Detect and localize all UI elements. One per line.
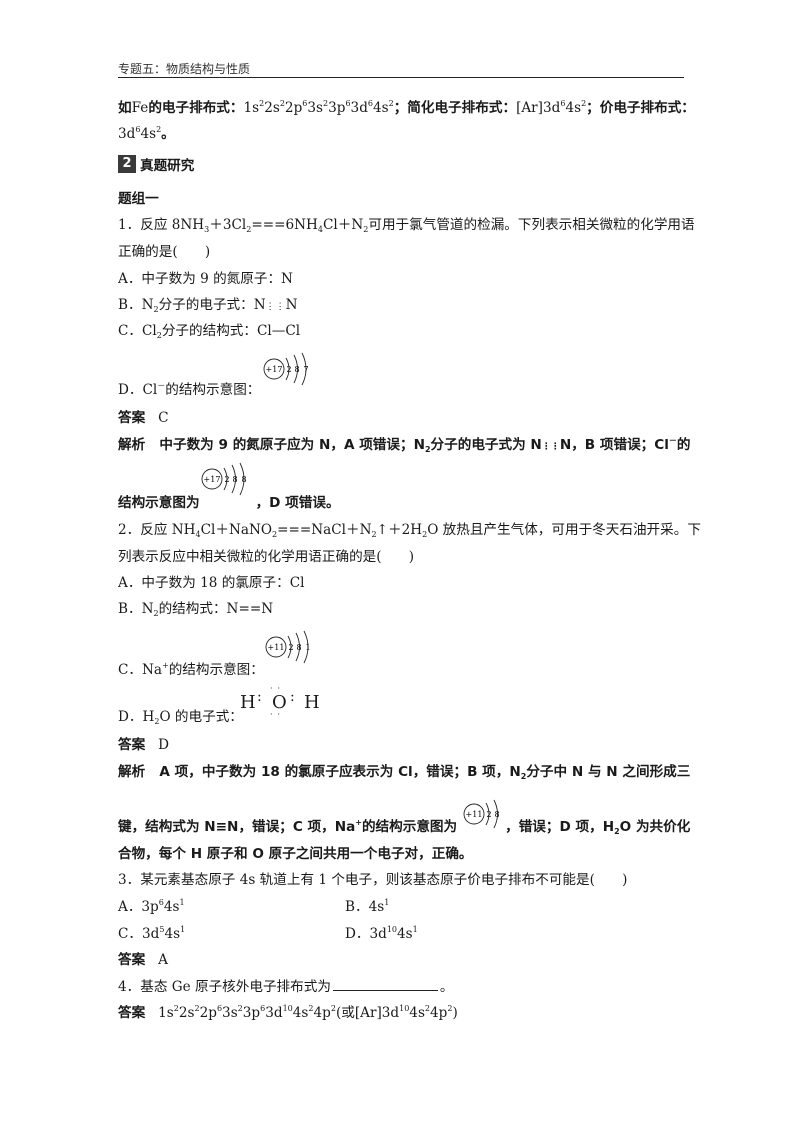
na-ion-atom-diagram: +11 2 8 <box>462 797 512 835</box>
svg-text:8: 8 <box>494 810 499 819</box>
header-rule <box>118 77 684 78</box>
q1-analysis-line-2: 结构示意图为，D 项错误。 <box>118 495 340 511</box>
svg-text:2: 2 <box>224 475 229 484</box>
fe-short-config: [Ar]3d64s2 <box>516 99 587 117</box>
q2-stem-line-2: 列表示反应中相关微粒的化学用语正确的是( ) <box>118 549 415 565</box>
q1-option-d: D．Cl－的结构示意图： <box>118 381 261 399</box>
svg-text:8: 8 <box>294 365 299 374</box>
ge-config: 1s22s22p63s23p63d104s24p2(或[Ar]3d104s24p… <box>158 1004 458 1022</box>
q3-option-c: C．3d54s1 <box>118 925 186 943</box>
q2-answer: 答案 D <box>118 737 170 753</box>
svg-text:8: 8 <box>296 643 301 652</box>
q2-analysis-line-1: 解析 A 项，中子数为 18 的氯原子应表示为 Cl，错误；B 项，N2分子中 … <box>118 764 691 781</box>
intro-line-2: 3d64s2。 <box>118 125 175 143</box>
svg-text:2: 2 <box>288 643 293 652</box>
intro-line-1: 如Fe的电子排布式：1s22s22p63s23p63d64s2；简化电子排布式：… <box>118 99 695 117</box>
q3-option-d: D．3d104s1 <box>345 925 418 943</box>
q1-stem-line-1: 1．反应 8NH3＋3Cl2===6NH4Cl＋N2可用于氯气管道的检漏。下列表… <box>118 217 695 234</box>
svg-text:7: 7 <box>303 365 308 374</box>
svg-text:+11: +11 <box>268 643 285 652</box>
q1-option-b: B．N2分子的电子式：N⋮⋮N <box>118 297 298 314</box>
q4-answer: 答案 1s22s22p63s23p63d104s24p2(或[Ar]3d104s… <box>118 1004 458 1022</box>
svg-text:2: 2 <box>486 810 491 819</box>
q3-option-a: A．3p64s1 <box>118 898 185 916</box>
q2-option-a: A．中子数为 18 的氯原子：Cl <box>118 575 305 591</box>
section-number: 2 <box>118 155 136 173</box>
cl-atom-diagram-7: +17 2 8 7 <box>262 352 322 390</box>
q2-analysis-line-3: 合物，每个 H 原子和 O 原子之间共用一个电子对，正确。 <box>118 846 473 862</box>
q4-blank[interactable] <box>332 978 438 991</box>
q1-answer: 答案 C <box>118 410 169 426</box>
q2-stem-line-1: 2．反应 NH4Cl＋NaNO2===NaCl＋N2↑＋2H2O 放热且产生气体… <box>118 522 701 539</box>
na-atom-diagram: +11 2 8 1 <box>264 630 324 668</box>
section-heading: 2 真题研究 <box>118 155 195 174</box>
q4-stem: 4．基态 Ge 原子核外电子排布式为。 <box>118 978 454 995</box>
q1-analysis-line-1: 解析 中子数为 9 的氮原子应为 N，A 项错误；N2分子的电子式为 N⋮⋮N，… <box>118 436 691 454</box>
q2-option-d: D．H2O 的电子式： <box>118 709 243 726</box>
svg-text:+11: +11 <box>466 810 483 819</box>
q1-option-c: C．Cl2分子的结构式：Cl—Cl <box>118 323 301 340</box>
svg-text:1: 1 <box>305 643 310 652</box>
q3-stem: 3．某元素基态原子 4s 轨道上有 1 个电子，则该基态原子价电子排布不可能是(… <box>118 872 628 888</box>
q2-analysis-line-2: 键，结构式为 N≡N，错误；C 项，Na+的结构示意图为，错误；D 项，H2O … <box>118 818 691 836</box>
svg-text:+17: +17 <box>266 365 283 374</box>
svg-text:8: 8 <box>232 475 237 484</box>
q3-option-b: B．4s1 <box>345 898 390 916</box>
group-title: 题组一 <box>118 191 159 207</box>
q1-stem-line-2: 正确的是( ) <box>118 244 211 260</box>
h2o-electron-formula: H : ·· O ·· : H <box>240 684 320 719</box>
q1-option-a: A．中子数为 9 的氮原子：N <box>118 271 293 287</box>
svg-text:2: 2 <box>286 365 291 374</box>
fe-valence-config: 3d64s2 <box>118 125 162 143</box>
fe-config: 1s22s22p63s23p63d64s2 <box>243 99 394 117</box>
section-title: 真题研究 <box>140 158 195 174</box>
q2-option-b: B．N2的结构式：N==N <box>118 601 274 618</box>
q2-option-c: C．Na+的结构示意图： <box>118 661 264 679</box>
svg-text:+17: +17 <box>204 475 221 484</box>
svg-text:8: 8 <box>241 475 246 484</box>
running-header: 专题五：物质结构与性质 <box>118 62 251 76</box>
cl-ion-atom-diagram-8: +17 2 8 8 <box>200 462 260 500</box>
q3-answer: 答案 A <box>118 952 168 968</box>
